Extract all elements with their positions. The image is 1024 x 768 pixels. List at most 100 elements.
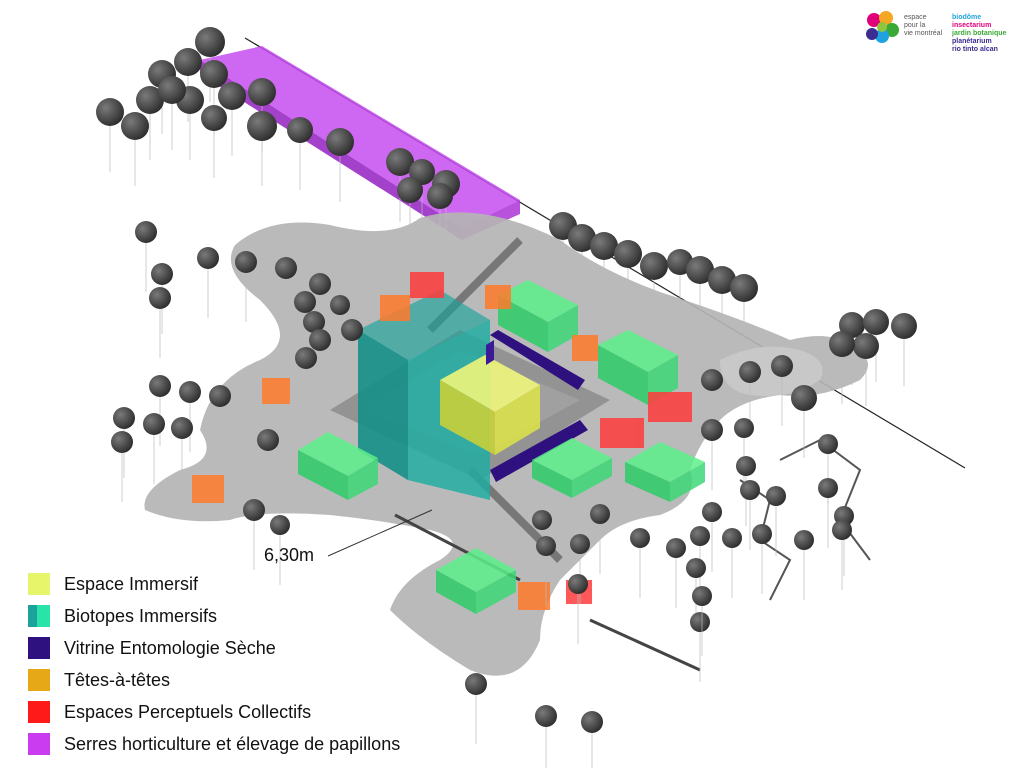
legend-swatch: [28, 573, 50, 595]
trees: [96, 27, 917, 768]
tree: [734, 418, 754, 488]
tree: [891, 313, 917, 386]
tree: [295, 347, 317, 418]
tree: [143, 413, 165, 484]
tree: [590, 232, 618, 306]
logo-institution: rio tinto alcan: [952, 46, 998, 53]
tree: [136, 86, 164, 160]
tree: [722, 528, 742, 598]
legend-item: Espace Immersif: [28, 568, 400, 600]
legend-item: Espaces Perceptuels Collectifs: [28, 696, 400, 728]
tree: [702, 502, 722, 572]
tree: [630, 528, 650, 598]
tree: [590, 504, 610, 574]
green-buildings: [298, 280, 705, 614]
tree: [330, 295, 350, 365]
tree: [834, 506, 854, 576]
logo-institution: biodôme: [952, 14, 982, 21]
tree: [218, 82, 246, 156]
tree: [465, 673, 487, 744]
legend-label: Têtes-à-têtes: [64, 669, 171, 690]
tree: [397, 177, 423, 250]
tree: [794, 530, 814, 600]
tree: [247, 111, 277, 186]
tree: [197, 247, 219, 318]
tree: [614, 240, 642, 314]
tree: [832, 520, 852, 590]
legend-label: Espace Immersif: [64, 573, 199, 594]
tree: [686, 256, 714, 330]
tree: [752, 524, 772, 594]
tree: [818, 478, 838, 548]
legend-item: Serres horticulture et élevage de papill…: [28, 728, 400, 760]
logo-title: espace pour la vie montréal: [904, 14, 943, 37]
vitrine-blocks: [486, 330, 588, 482]
tree: [581, 711, 603, 768]
tree: [708, 266, 736, 340]
legend-label: Vitrine Entomologie Sèche: [64, 637, 276, 658]
tree: [243, 499, 265, 570]
small-cubes: [192, 272, 692, 610]
tree: [640, 252, 668, 326]
tree: [341, 319, 363, 390]
legend-label: Serres horticulture et élevage de papill…: [64, 733, 401, 754]
tree: [309, 329, 331, 400]
tree: [568, 224, 596, 298]
tree: [829, 331, 855, 404]
greenhouse-block: [200, 46, 520, 240]
legend-label: Espaces Perceptuels Collectifs: [64, 701, 312, 722]
legend-item: Têtes-à-têtes: [28, 664, 400, 696]
tree: [158, 76, 186, 150]
tree: [427, 183, 453, 256]
legend-swatch: [28, 637, 50, 659]
legend-label: Biotopes Immersifs: [64, 605, 218, 626]
tree: [275, 257, 297, 328]
tree: [766, 486, 786, 556]
tree: [690, 612, 710, 682]
dimension-leader: [327, 509, 433, 557]
legend-swatch: [28, 669, 50, 691]
tree: [791, 385, 817, 458]
tree: [730, 274, 758, 348]
right-path-2: [779, 438, 871, 561]
tree: [270, 515, 290, 585]
tree: [121, 112, 149, 186]
tree: [287, 117, 313, 190]
tree: [96, 98, 124, 172]
tree: [111, 431, 133, 502]
tree: [201, 105, 227, 178]
tree: [171, 417, 193, 488]
tree: [568, 574, 588, 644]
tree: [666, 538, 686, 608]
tree: [326, 128, 354, 202]
legend-swatch: [28, 701, 50, 723]
tree: [135, 221, 157, 292]
logo-flower-icon: [866, 11, 899, 43]
tree: [853, 333, 879, 406]
tree: [235, 251, 257, 322]
legend-swatch: [28, 733, 50, 755]
tree: [570, 534, 590, 604]
tree: [209, 385, 231, 456]
tree: [771, 355, 793, 426]
espace-immersif-block: [440, 355, 540, 455]
logo-institution: insectarium: [952, 22, 992, 29]
tree: [740, 480, 760, 550]
tree: [692, 586, 712, 656]
tree: [535, 705, 557, 768]
legend-item: Biotopes Immersifs: [28, 600, 400, 632]
logo-institution: jardin botanique: [952, 30, 1007, 37]
logo-institution: planétarium: [952, 38, 992, 45]
tree: [149, 287, 171, 358]
legend-swatch: [28, 605, 50, 627]
tree: [536, 536, 556, 606]
legend-item: Vitrine Entomologie Sèche: [28, 632, 400, 664]
tree: [149, 375, 171, 446]
tree: [257, 429, 279, 500]
dimension-label: 6,30m: [264, 545, 315, 565]
tree: [701, 419, 723, 490]
